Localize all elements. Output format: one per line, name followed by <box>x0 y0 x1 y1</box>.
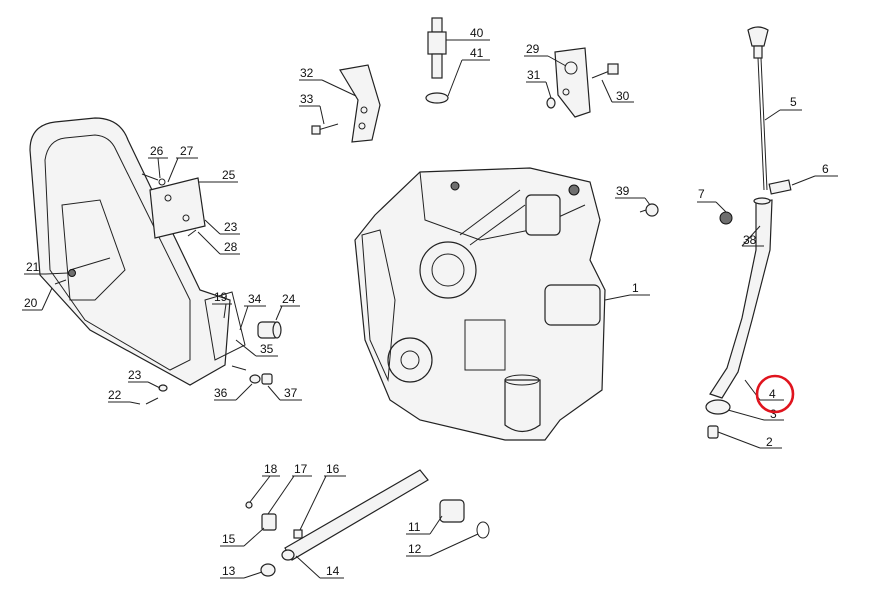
callout-4: 4 <box>769 387 776 401</box>
callout-18: 18 <box>264 462 278 476</box>
callout-39: 39 <box>616 184 630 198</box>
callout-38: 38 <box>743 233 757 247</box>
callout-16: 16 <box>326 462 340 476</box>
callout-2: 2 <box>766 435 773 449</box>
callout-32: 32 <box>300 66 314 80</box>
callout-34: 34 <box>248 292 262 306</box>
callout-6: 6 <box>822 162 829 176</box>
callout-15: 15 <box>222 532 236 546</box>
engine-block <box>354 167 606 441</box>
mounting-plate <box>311 64 381 143</box>
callout-21: 21 <box>26 260 40 274</box>
callout-3: 3 <box>770 407 777 421</box>
callout-28: 28 <box>224 240 238 254</box>
callout-20: 20 <box>24 296 38 310</box>
small-hardware-left <box>54 173 282 405</box>
belt-guard-frame <box>29 117 246 386</box>
callout-11: 11 <box>408 520 421 534</box>
callout-1: 1 <box>632 281 639 295</box>
callout-29: 29 <box>526 42 540 56</box>
callout-7: 7 <box>698 187 705 201</box>
callout-5: 5 <box>790 95 797 109</box>
callout-41: 41 <box>470 46 484 60</box>
callout-13: 13 <box>222 564 236 578</box>
highlight-circle <box>755 374 795 414</box>
dipstick-assembly <box>705 26 792 439</box>
callout-36: 36 <box>214 386 228 400</box>
callout-12: 12 <box>408 542 422 556</box>
callout-23-upper: 23 <box>224 220 238 234</box>
callout-23-lower: 23 <box>128 368 142 382</box>
callout-27: 27 <box>180 144 194 158</box>
callout-17: 17 <box>294 462 308 476</box>
callout-25: 25 <box>222 168 236 182</box>
fitting-39 <box>639 203 659 217</box>
callout-14: 14 <box>326 564 340 578</box>
bottom-hardware <box>245 469 490 577</box>
callout-19: 19 <box>214 290 228 304</box>
callout-26: 26 <box>150 144 164 158</box>
callout-40: 40 <box>470 26 484 40</box>
callout-33: 33 <box>300 92 314 106</box>
callout-24: 24 <box>282 292 296 306</box>
callout-37: 37 <box>284 386 298 400</box>
callout-22: 22 <box>108 388 122 402</box>
callout-35: 35 <box>260 342 274 356</box>
callout-30: 30 <box>616 89 630 103</box>
guard-bracket <box>149 177 206 239</box>
gasket-plate <box>546 47 619 118</box>
temperature-sender <box>425 17 449 104</box>
callouts: 1 2 3 4 5 6 7 38 39 40 41 29 <box>22 26 838 579</box>
callout-31: 31 <box>527 68 541 82</box>
